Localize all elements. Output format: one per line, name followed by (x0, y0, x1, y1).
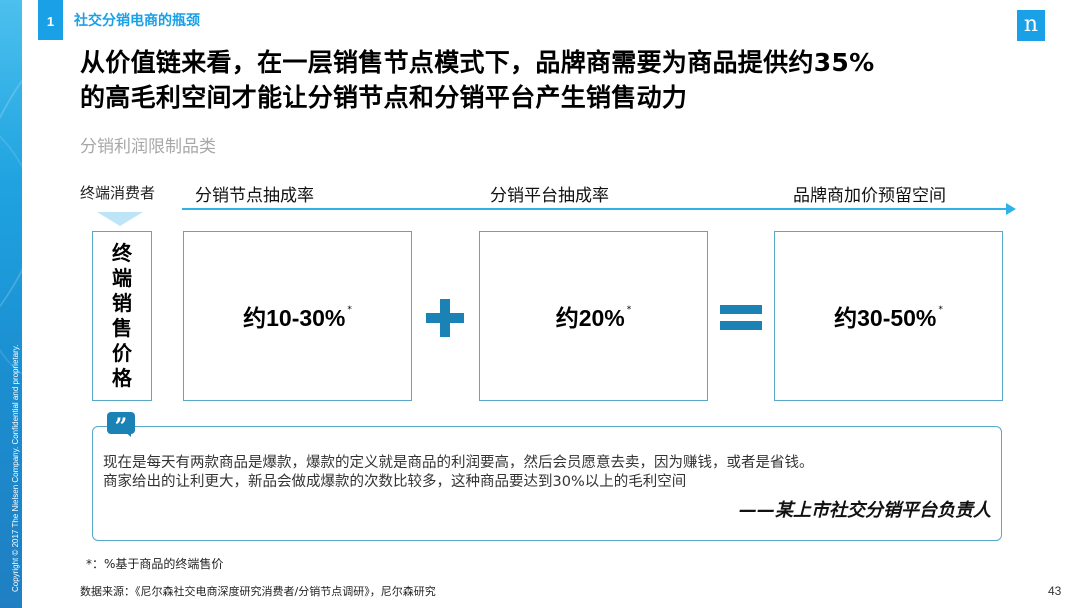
node-commission-value: 约10-30% (243, 305, 346, 331)
equals-icon-lower (720, 321, 762, 330)
node-commission-box: 约10-30%* (183, 231, 412, 401)
headline-line-2: 的高毛利空间才能让分销节点和分销平台产生销售动力 (80, 83, 688, 112)
brand-margin-box: 约30-50%* (774, 231, 1003, 401)
platform-commission-value: 约20% (555, 305, 625, 331)
quote-line-2: 商家给出的让利更大，新品会做成爆款的次数比较多，这种商品要达到30%以上的毛利空… (103, 474, 687, 490)
data-source: 数据来源：《尼尔森社交电商深度研究消费者/分销节点调研》，尼尔森研究 (80, 585, 436, 598)
brand-margin-value: 约30-50% (834, 305, 937, 331)
page-headline: 从价值链来看，在一层销售节点模式下，品牌商需要为商品提供约35% 的高毛利空间才… (80, 45, 1040, 115)
retail-price-char: 销 (112, 291, 132, 315)
down-triangle-icon (97, 212, 143, 226)
stage-label-brand-margin: 品牌商加价预留空间 (793, 186, 946, 206)
copyright-text: Copyright © 2017 The Nielsen Company. Co… (11, 344, 20, 592)
stage-label-node-commission: 分销节点抽成率 (195, 186, 314, 206)
footnote-marker: * (347, 305, 352, 315)
retail-price-char: 终 (112, 241, 132, 265)
page-number: 43 (1048, 584, 1062, 598)
retail-price-char: 端 (112, 266, 132, 290)
flow-arrow-line (182, 208, 1008, 210)
consumer-label: 终端消费者 (80, 184, 156, 202)
footnote-marker: * (938, 305, 943, 315)
platform-commission-box: 约20%* (479, 231, 708, 401)
nielsen-logo-icon: n (1017, 10, 1045, 41)
quote-box (92, 426, 1002, 541)
footnote: *：%基于商品的终端售价 (86, 557, 224, 571)
quote-icon: ” (107, 412, 135, 440)
arrow-right-icon (1006, 203, 1016, 215)
retail-price-box: 终 端 销 售 价 格 (92, 231, 152, 401)
retail-price-char: 格 (112, 366, 132, 390)
plus-icon-vertical (440, 299, 450, 337)
headline-line-1: 从价值链来看，在一层销售节点模式下，品牌商需要为商品提供约35% (80, 48, 875, 77)
retail-price-char: 价 (112, 341, 132, 365)
stage-label-platform-commission: 分销平台抽成率 (490, 186, 609, 206)
section-title: 社交分销电商的瓶颈 (74, 13, 200, 29)
quote-text: 现在是每天有两款商品是爆款，爆款的定义就是商品的利润要高，然后会员愿意去卖，因为… (103, 454, 993, 492)
side-decoration-strip: Copyright © 2017 The Nielsen Company. Co… (0, 0, 22, 608)
equals-icon (720, 305, 762, 314)
retail-price-char: 售 (112, 316, 132, 340)
quote-line-1: 现在是每天有两款商品是爆款，爆款的定义就是商品的利润要高，然后会员愿意去卖，因为… (103, 455, 814, 471)
page-subtitle: 分销利润限制品类 (80, 137, 216, 157)
footnote-marker: * (626, 305, 632, 315)
section-number: 1 (38, 0, 63, 40)
quote-author: ——某上市社交分销平台负责人 (739, 500, 991, 521)
